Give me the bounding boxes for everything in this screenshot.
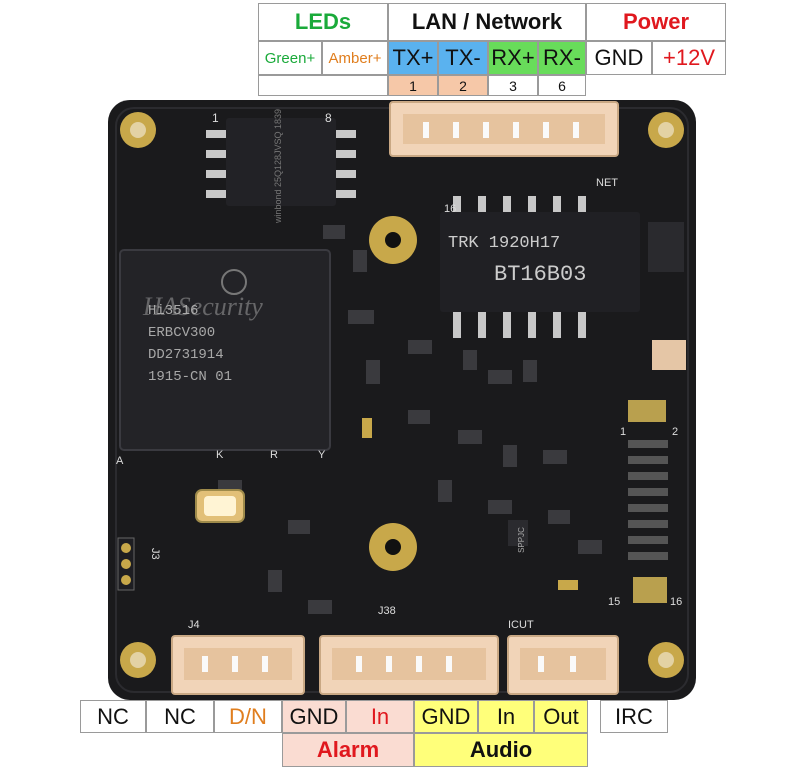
j3-pads [117,537,135,591]
pin-gnd-power: GND [586,41,652,75]
soc-line-4: 1915-CN 01 [148,369,232,385]
pin-nc-1: NC [80,700,146,733]
silk-label-a: A [116,455,124,467]
center-via-top [369,216,417,264]
silk-label-j4: J4 [188,619,200,631]
mount-hole-tr [648,112,684,148]
pin-rx-plus: RX+ [488,41,538,75]
sppjc-label: SPPJC [517,527,526,553]
silk-label-right-2: 2 [672,426,678,438]
silk-label-16: 16 [670,596,682,608]
transformer-line-2: BT16B03 [494,262,586,287]
pin-rx-minus: RX- [538,41,586,75]
silk-label-1: 1 [212,111,219,125]
silk-label-j38: J38 [378,605,396,617]
pin-tx-minus: TX- [438,41,488,75]
soc-line-1: Hi3516 [148,303,198,319]
pin-nc-2: NC [146,700,214,733]
smd-cap-gold-2 [558,580,578,590]
soc-line-2: ERBCV300 [148,325,215,341]
pin-number-1: 1 [388,75,438,96]
alarm-group-label: Alarm [282,733,414,767]
crystal [195,489,245,523]
silk-label-y: Y [318,449,326,461]
mount-hole-tl [120,112,156,148]
silk-label-k: K [216,449,224,461]
net-connector [389,101,619,157]
pcb-board: winbond 25Q128JVSQ 1839 1 8 Hi3516 ERBCV… [108,100,696,700]
center-via-bottom [369,523,417,571]
pin-green-plus: Green+ [258,41,322,75]
smd-parts [218,225,602,614]
leds-header: LEDs [258,3,388,41]
flash-chip: winbond 25Q128JVSQ 1839 [206,109,356,224]
pin-number-2: 2 [438,75,488,96]
pin-alarm-in: In [346,700,414,733]
connector-j4 [171,635,305,695]
soc-chip: Hi3516 ERBCV300 DD2731914 1915-CN 01 [119,249,331,451]
silk-label-icut: ICUT [508,619,534,631]
flash-marking: winbond 25Q128JVSQ 1839 [273,109,283,224]
smd-cap-gold-1 [362,418,372,438]
silk-label-net: NET [596,177,618,189]
pin-number-blank-leds [258,75,388,96]
mount-hole-br [648,642,684,678]
pin-number-6: 6 [538,75,586,96]
silk-label-15: 15 [608,596,620,608]
pin-dn: D/N [214,700,282,733]
pin-tx-plus: TX+ [388,41,438,75]
pin-audio-out: Out [534,700,588,733]
sppjc-chip [508,520,528,546]
pin-alarm-gnd: GND [282,700,346,733]
audio-group-label: Audio [414,733,588,767]
watermark: HASecurity [142,292,263,321]
mount-hole-bl [120,642,156,678]
pin-12v: +12V [652,41,726,75]
lan-header: LAN / Network [388,3,586,41]
pin-audio-in: In [478,700,534,733]
transformer-line-1: TRK 1920H17 [448,234,560,253]
right-component-area [628,222,686,603]
silk-label-8: 8 [325,111,332,125]
network-transformer: TRK 1920H17 BT16B03 [440,196,640,338]
connector-j38 [319,635,499,695]
pin-irc: IRC [600,700,668,733]
power-header: Power [586,3,726,41]
connector-icut [507,635,619,695]
pin-amber-plus: Amber+ [322,41,388,75]
pin-number-3: 3 [488,75,538,96]
silk-label-r: R [270,449,278,461]
silk-label-16-top: 16 [444,203,456,215]
pin-audio-gnd: GND [414,700,478,733]
silk-label-right-1: 1 [620,426,626,438]
silk-label-j3: J3 [149,548,161,560]
soc-line-3: DD2731914 [148,347,224,363]
